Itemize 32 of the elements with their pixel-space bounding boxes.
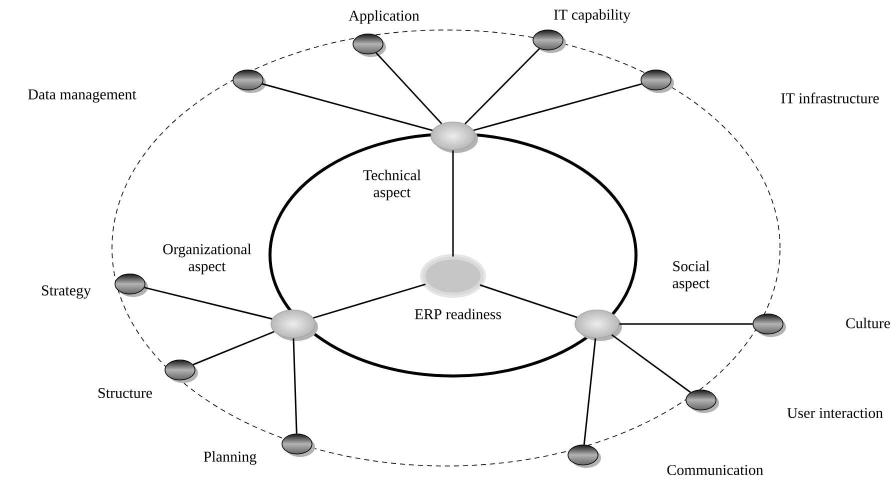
connector-line bbox=[464, 48, 540, 124]
factor-ellipse bbox=[232, 70, 266, 93]
connector-line bbox=[192, 331, 274, 366]
node-label: ERP readiness bbox=[414, 308, 501, 320]
connector-line bbox=[611, 334, 691, 393]
node-label: Social aspect bbox=[672, 260, 710, 292]
connector-line bbox=[144, 286, 272, 320]
node-label: IT capability bbox=[554, 9, 630, 23]
node-label: Application bbox=[348, 10, 420, 24]
factor-label: Culture bbox=[846, 318, 890, 328]
factor-label: Data management bbox=[28, 89, 136, 103]
node-label: Technical aspect bbox=[363, 170, 421, 200]
connector-line bbox=[292, 338, 298, 434]
node-label: Organizational aspect bbox=[163, 244, 252, 274]
connector-line bbox=[313, 284, 426, 319]
connector-line bbox=[452, 150, 454, 256]
factor-label: Communication bbox=[667, 464, 764, 476]
connector-line bbox=[262, 83, 433, 132]
factor-ellipse bbox=[752, 314, 786, 337]
connector-line bbox=[480, 284, 578, 318]
factor-ellipse bbox=[568, 444, 601, 468]
factor-label: IT infrastructure bbox=[781, 92, 879, 104]
connector-line bbox=[473, 83, 642, 132]
node-label: Planning bbox=[204, 451, 256, 465]
connector-line bbox=[376, 52, 442, 124]
factor-ellipse bbox=[686, 390, 719, 413]
factor-ellipse bbox=[640, 70, 674, 93]
connector-line bbox=[583, 338, 596, 445]
factor-label: User interaction bbox=[787, 408, 883, 418]
connector-line bbox=[619, 323, 753, 325]
node-label: Strategy bbox=[42, 285, 91, 299]
node-label: Structure bbox=[98, 388, 152, 398]
